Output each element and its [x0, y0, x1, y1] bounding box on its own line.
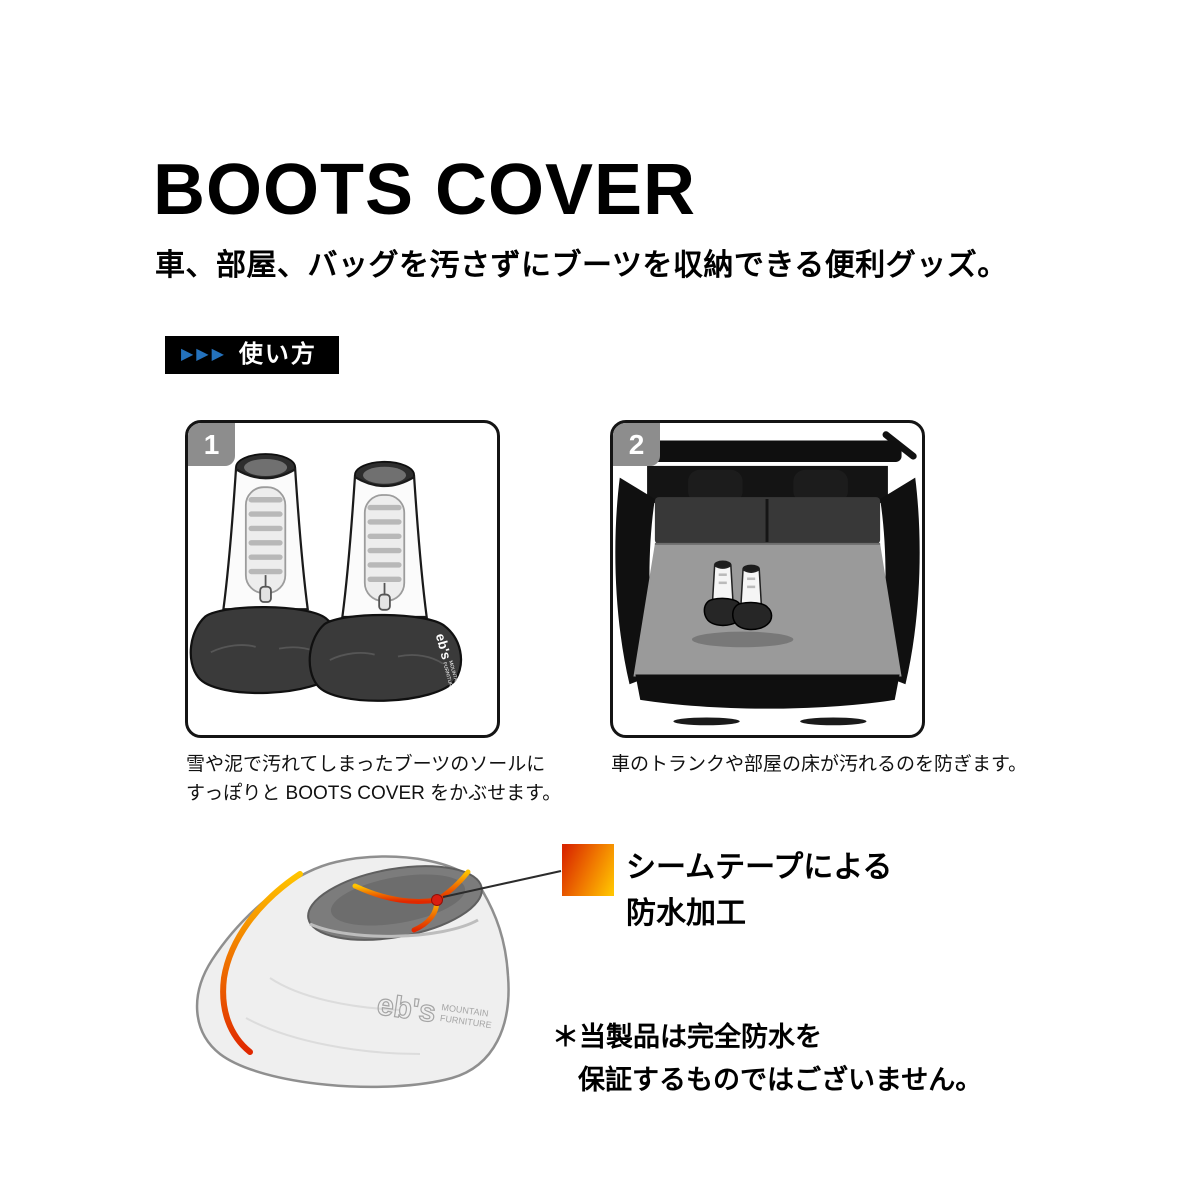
brand-logo-on-cover: eb's MOUNTAIN FURNITURE: [433, 632, 460, 692]
caption-line: 車のトランクや部屋の床が汚れるのを防ぎます。: [611, 754, 1028, 775]
boots-with-cover-illustration: eb's MOUNTAIN FURNITURE: [189, 453, 463, 702]
bumper: [635, 674, 900, 709]
disclaimer-line: 保証するものではございません。: [578, 1065, 983, 1096]
usage-section-label: 使い方: [238, 341, 317, 368]
boot-right: eb's MOUNTAIN FURNITURE: [308, 460, 463, 702]
triple-arrow-icon: ▶▶▶: [181, 346, 227, 363]
product-subtitle: 車、部屋、バッグを汚さずにブーツを収納できる便利グッズ。: [155, 249, 1008, 282]
car-roof: [633, 440, 902, 462]
brand-name: eb's: [433, 632, 454, 661]
panel-1-caption: 雪や泥で汚れてしまったブーツのソールに すっぽりと BOOTS COVER をか…: [186, 751, 561, 808]
panel-2-caption: 車のトランクや部屋の床が汚れるのを防ぎます。: [611, 751, 1027, 780]
car-trunk-illustration: [615, 431, 920, 726]
boots-cover-seam-illustration: eb's MOUNTAIN FURNITURE: [195, 855, 562, 1089]
seam-tape-feature-label: シームテープによる 防水加工: [626, 845, 892, 936]
caption-line: すっぽりと BOOTS COVER をかぶせます。: [186, 782, 562, 804]
step-number-badge: 1: [188, 423, 235, 466]
caption-line: 雪や泥で汚れてしまったブーツのソールに: [186, 754, 546, 775]
seam-tape-swatch: [562, 844, 614, 896]
page-title: BOOTS COVER: [153, 150, 697, 231]
callout-line: [442, 870, 562, 898]
usage-step-panel-2: 2: [610, 420, 925, 738]
step-number-badge: 2: [613, 423, 660, 466]
disclaimer-line: ＊当製品は完全防水を: [552, 1022, 822, 1052]
feature-line: 防水加工: [626, 896, 746, 930]
boot-left: [189, 453, 344, 695]
usage-section-badge: ▶▶▶ 使い方: [165, 336, 339, 374]
seam-junction-dot: [431, 894, 443, 906]
headrest-right: [793, 469, 848, 503]
waterproof-disclaimer: ＊当製品は完全防水を 保証するものではございません。: [552, 1016, 982, 1102]
usage-step-panel-1: 1: [185, 420, 500, 738]
feature-line: シームテープによる: [626, 851, 893, 884]
headrest-left: [688, 469, 743, 503]
boots-in-trunk: [703, 560, 773, 631]
